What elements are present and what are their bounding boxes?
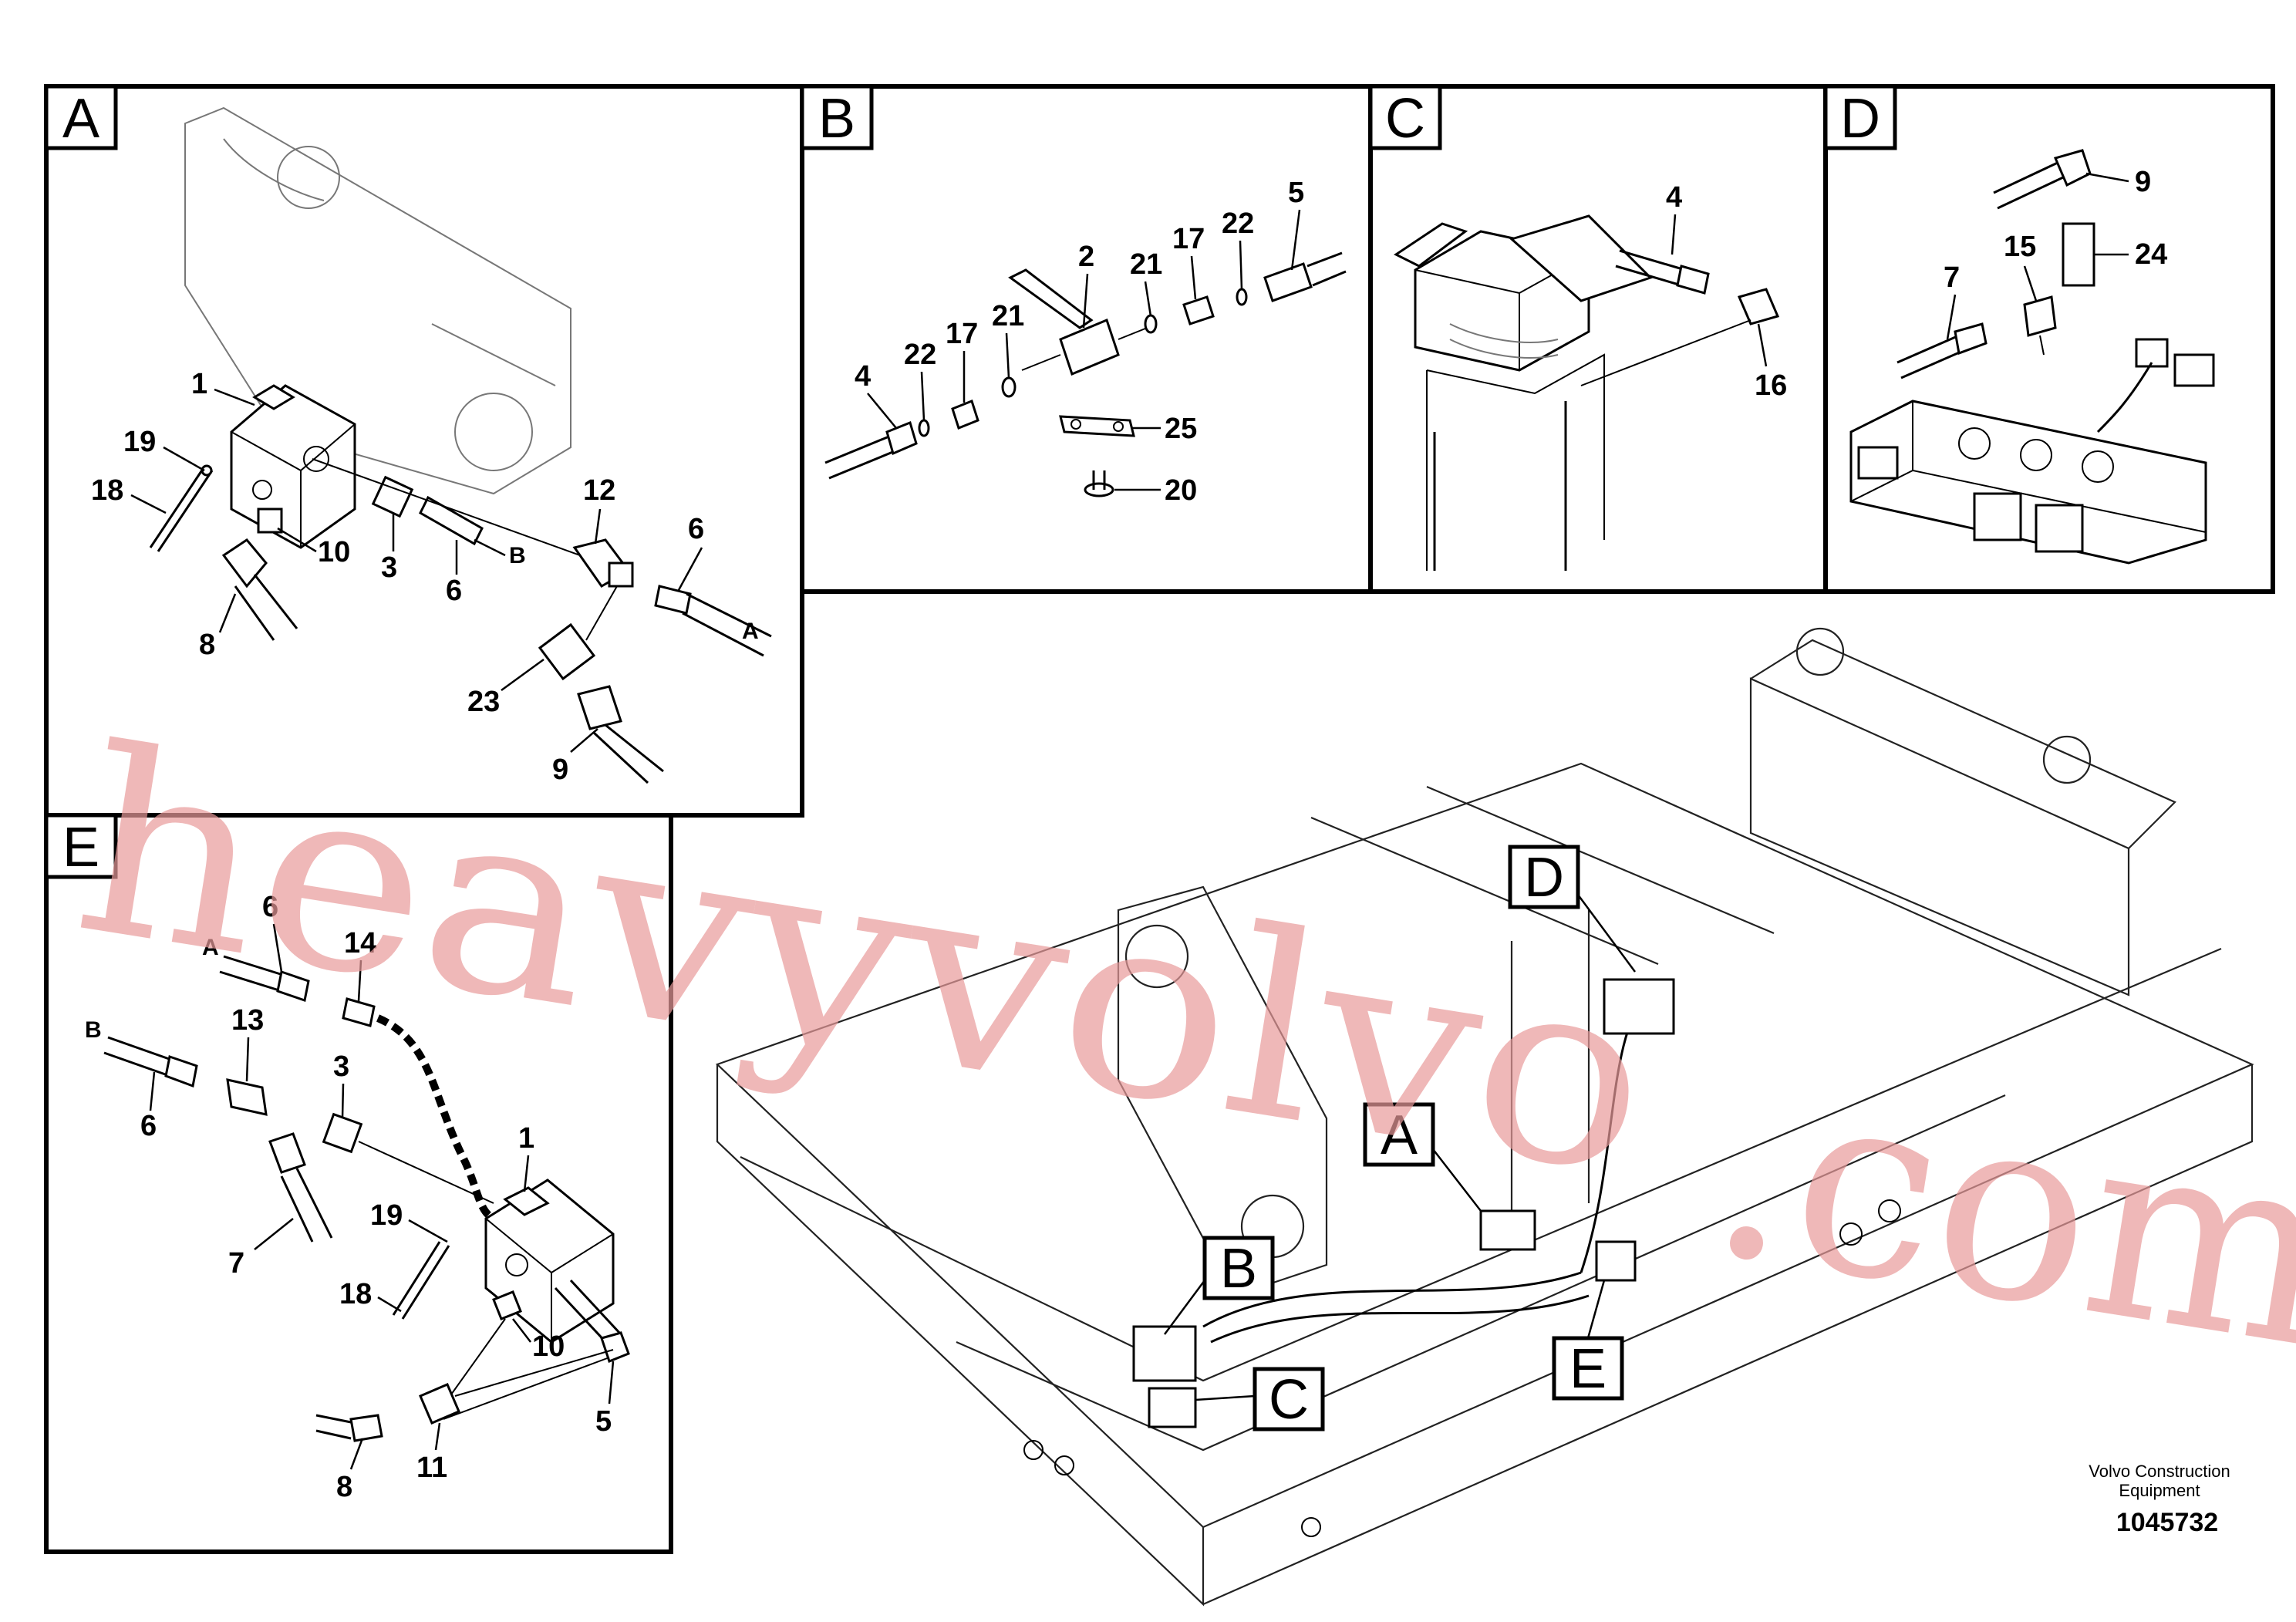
- panel-A: A: [44, 84, 804, 818]
- svg-text:5: 5: [1288, 177, 1304, 209]
- locator-tag-A: A: [1363, 1102, 1482, 1212]
- svg-text:1: 1: [518, 1122, 534, 1155]
- svg-text:7: 7: [228, 1247, 244, 1280]
- document-number: 1045732: [2116, 1508, 2218, 1537]
- svg-text:B: B: [509, 543, 526, 568]
- svg-text:6: 6: [140, 1110, 157, 1142]
- svg-text:B: B: [1220, 1238, 1257, 1300]
- svg-text:9: 9: [552, 754, 568, 786]
- svg-text:23: 23: [467, 686, 500, 718]
- panel-E-tag: E: [62, 817, 99, 878]
- svg-text:19: 19: [123, 426, 156, 458]
- svg-text:A: A: [202, 935, 219, 960]
- footer: Volvo Construction Equipment 1045732: [2089, 1462, 2230, 1537]
- panel-D-callouts: 9 15 24 7: [1944, 166, 2167, 340]
- svg-text:17: 17: [1172, 223, 1205, 255]
- svg-text:15: 15: [2004, 231, 2036, 263]
- locator-tag-E: E: [1552, 1280, 1624, 1401]
- svg-text:3: 3: [333, 1050, 349, 1083]
- svg-text:4: 4: [1666, 181, 1682, 214]
- svg-text:22: 22: [904, 339, 936, 371]
- svg-text:8: 8: [199, 629, 215, 661]
- panel-A-callouts: 1 19 18 10 8 3 6 B 12 6 A 23 9: [91, 368, 759, 786]
- svg-text:6: 6: [688, 513, 704, 545]
- svg-text:25: 25: [1165, 413, 1197, 445]
- svg-text:21: 21: [992, 300, 1024, 332]
- svg-text:C: C: [1269, 1369, 1309, 1431]
- panel-B-callouts: 2 21 17 22 5 4 22 17 21 25 20: [855, 177, 1304, 507]
- brand-line-1: Volvo Construction: [2089, 1462, 2230, 1481]
- panel-B-tag: B: [818, 88, 855, 150]
- svg-text:19: 19: [370, 1199, 403, 1232]
- locator-tag-D: D: [1508, 845, 1637, 973]
- svg-text:16: 16: [1755, 369, 1787, 402]
- panel-C-tag: C: [1385, 88, 1425, 150]
- panel-D-tag: D: [1840, 88, 1880, 150]
- svg-text:6: 6: [262, 891, 278, 923]
- svg-text:11: 11: [416, 1452, 447, 1484]
- svg-text:1: 1: [191, 368, 207, 400]
- panel-C: C: [1368, 84, 1828, 594]
- locator-tag-C: C: [1195, 1367, 1325, 1431]
- svg-text:18: 18: [91, 474, 123, 507]
- svg-text:24: 24: [2135, 238, 2167, 271]
- svg-text:10: 10: [318, 536, 350, 568]
- brand-line-2: Equipment: [2119, 1481, 2200, 1500]
- panel-B: B: [800, 84, 1373, 594]
- svg-text:D: D: [1524, 847, 1564, 909]
- svg-text:22: 22: [1222, 207, 1254, 240]
- svg-text:21: 21: [1130, 248, 1162, 281]
- svg-text:13: 13: [231, 1004, 264, 1037]
- svg-text:18: 18: [339, 1278, 372, 1310]
- svg-text:B: B: [85, 1017, 102, 1043]
- svg-text:17: 17: [946, 318, 978, 350]
- svg-text:9: 9: [2135, 166, 2151, 198]
- svg-text:3: 3: [381, 551, 397, 584]
- svg-text:A: A: [742, 619, 759, 644]
- panel-E: E: [44, 813, 673, 1554]
- svg-text:12: 12: [583, 474, 615, 507]
- panel-A-tag: A: [62, 88, 99, 150]
- svg-text:10: 10: [532, 1330, 565, 1363]
- svg-text:A: A: [1381, 1104, 1418, 1166]
- svg-text:8: 8: [336, 1471, 352, 1503]
- panel-D: D: [1823, 84, 2275, 594]
- panel-E-callouts: 6 A 14 B 13 6 3 1 7 19 18 10 5 11 8: [85, 891, 615, 1503]
- svg-text:2: 2: [1078, 241, 1094, 273]
- svg-text:14: 14: [344, 927, 376, 959]
- svg-text:4: 4: [855, 360, 871, 393]
- svg-text:E: E: [1569, 1338, 1607, 1400]
- panel-C-callouts: 4 16: [1666, 181, 1787, 402]
- svg-text:20: 20: [1165, 474, 1197, 507]
- locator-tag-B: B: [1163, 1236, 1275, 1335]
- svg-text:5: 5: [595, 1405, 612, 1438]
- overview-frame-drawing: [715, 627, 2254, 1607]
- svg-text:6: 6: [446, 575, 462, 607]
- svg-text:7: 7: [1944, 261, 1960, 294]
